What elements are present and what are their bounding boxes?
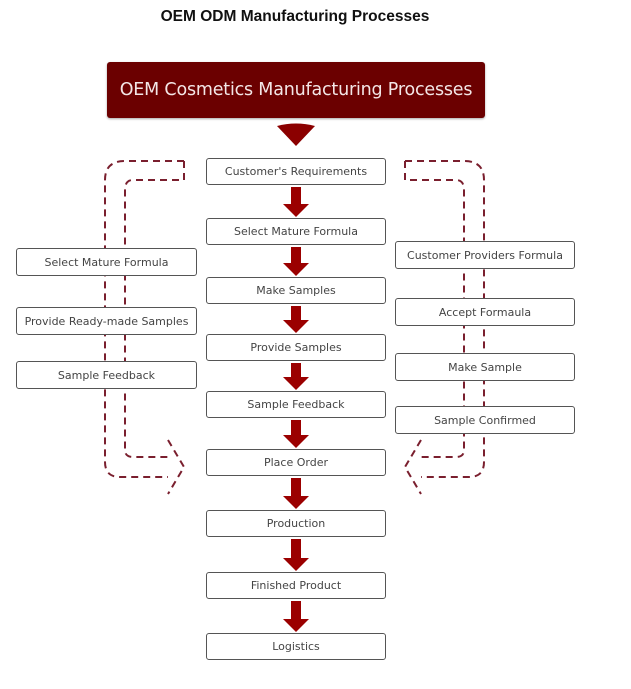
step-label: Select Mature Formula [234, 225, 358, 238]
step-label: Make Sample [448, 360, 522, 374]
right-step-sample-confirmed: Sample Confirmed [395, 406, 575, 434]
step-label: Provide Ready-made Samples [24, 314, 189, 328]
left-step-provide-ready-made-samples: Provide Ready-made Samples [16, 307, 197, 335]
step-label: Sample Feedback [247, 398, 345, 411]
center-step-select-mature-formula: Select Mature Formula [206, 218, 386, 245]
center-step-customers-requirements: Customer's Requirements [206, 158, 386, 185]
flow-down-arrow-icon [283, 306, 309, 333]
banner-down-arrow-icon [277, 123, 315, 146]
step-label: Production [266, 517, 326, 530]
step-label: Customer's Requirements [224, 165, 368, 178]
step-label: Select Mature Formula [44, 255, 169, 269]
step-label: Accept Formaula [438, 305, 532, 319]
right-step-customer-providers-formula: Customer Providers Formula [395, 241, 575, 269]
step-label: Customer Providers Formula [407, 248, 563, 262]
flow-down-arrow-icon [283, 187, 309, 217]
center-step-provide-samples: Provide Samples [206, 334, 386, 361]
flow-down-arrow-icon [283, 478, 309, 509]
page-title: OEM ODM Manufacturing Processes [160, 8, 430, 25]
step-label: Finished Product [250, 579, 342, 592]
center-step-finished-product: Finished Product [206, 572, 386, 599]
center-step-place-order: Place Order [206, 449, 386, 476]
flow-down-arrow-icon [283, 601, 309, 632]
right-branch-dashed-arrow-icon [403, 160, 485, 495]
step-label: Make Samples [256, 284, 336, 297]
step-label: Place Order [263, 456, 328, 469]
center-step-make-samples: Make Samples [206, 277, 386, 304]
step-label: Logistics [272, 640, 320, 653]
center-step-logistics: Logistics [206, 633, 386, 660]
step-label: Sample Feedback [57, 368, 156, 382]
right-step-accept-formula: Accept Formaula [395, 298, 575, 326]
center-step-production: Production [206, 510, 386, 537]
center-step-sample-feedback: Sample Feedback [206, 391, 386, 418]
right-step-make-sample: Make Sample [395, 353, 575, 381]
left-step-select-mature-formula: Select Mature Formula [16, 248, 197, 276]
flow-down-arrow-icon [283, 420, 309, 448]
banner-title: OEM Cosmetics Manufacturing Processes [119, 80, 473, 100]
diagram-banner: OEM Cosmetics Manufacturing Processes [107, 62, 485, 118]
step-label: Provide Samples [250, 341, 342, 354]
step-label: Sample Confirmed [434, 413, 536, 427]
flow-down-arrow-icon [283, 539, 309, 571]
flow-down-arrow-icon [283, 247, 309, 276]
left-step-sample-feedback: Sample Feedback [16, 361, 197, 389]
flow-down-arrow-icon [283, 363, 309, 390]
